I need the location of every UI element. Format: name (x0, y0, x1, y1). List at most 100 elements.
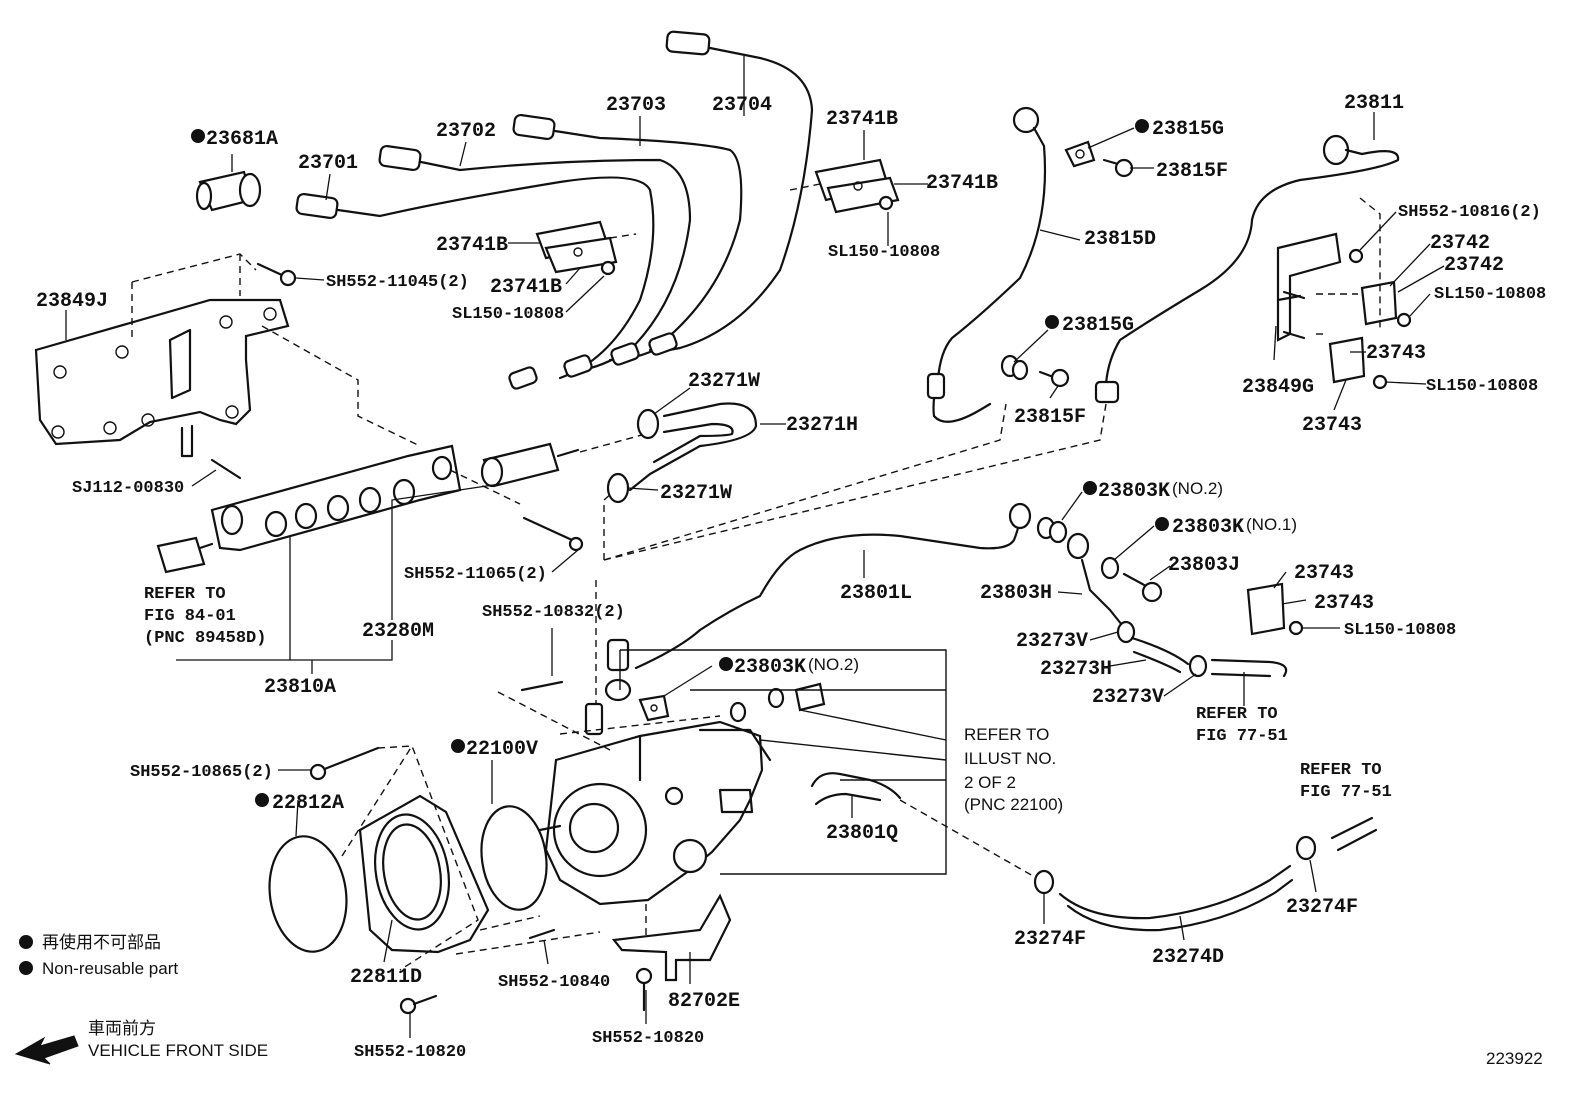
refer-fig77-b-line1: REFER TO (1300, 761, 1382, 780)
oring-22100V[interactable] (475, 802, 553, 914)
gasket-23803K-no1[interactable] (1100, 556, 1120, 580)
nonreusable-marker (1135, 119, 1149, 133)
label-SH552-11045: SH552-11045(2) (326, 273, 469, 292)
label-23743-c: 23743 (1294, 562, 1354, 585)
legend-dot-jp (19, 935, 33, 949)
plug-pump-top[interactable] (584, 702, 604, 736)
legend-en: Non-reusable part (42, 959, 178, 978)
common-rail-23810A[interactable] (210, 444, 462, 552)
gasket-23815G-upper[interactable] (1064, 140, 1096, 168)
bracket-82702E[interactable] (611, 893, 732, 982)
gasket-pump-side[interactable] (729, 687, 785, 723)
qualifier-no2-a: (NO.2) (1172, 479, 1223, 498)
pipe-23811[interactable] (1094, 134, 1400, 404)
label-23815D: 23815D (1084, 228, 1156, 251)
refer-fig84-line3: (PNC 89458D) (144, 629, 266, 648)
injection-pipes[interactable] (295, 30, 814, 390)
label-SH552-10816: SH552-10816(2) (1398, 203, 1541, 222)
bolt-SH552-10816[interactable] (1348, 248, 1364, 264)
label-SJ112-00830: SJ112-00830 (72, 479, 184, 498)
flange-22811D[interactable] (358, 794, 490, 954)
label-23815G-a: 23815G (1152, 118, 1224, 141)
oring-22812A[interactable] (262, 831, 353, 956)
bolt-SH552-10840[interactable] (528, 928, 556, 940)
hose-23274D[interactable] (1058, 864, 1294, 932)
pipe-23803H[interactable] (1066, 532, 1128, 632)
bracket-23849J[interactable] (34, 298, 290, 458)
label-23274F-a: 23274F (1014, 928, 1086, 951)
pressure-limiter-23280M[interactable] (480, 442, 580, 488)
label-23704: 23704 (712, 94, 772, 117)
pressure-sensor[interactable] (156, 536, 214, 574)
label-23741B-c: 23741B (436, 234, 508, 257)
label-23803K-no1: 23803K (1172, 516, 1244, 539)
label-23743-d: 23743 (1314, 592, 1374, 615)
pipe-23801L[interactable] (634, 502, 1032, 670)
clamp-23741B-lower[interactable] (535, 220, 618, 276)
bolt-SH552-10820-right[interactable] (635, 967, 653, 1012)
banjo-fitting[interactable] (604, 638, 632, 702)
nonreusable-marker (191, 129, 205, 143)
legend: 再使用不可部品 Non-reusable part (19, 932, 178, 978)
label-23741B-d: 23741B (490, 276, 562, 299)
legend-dot-en (19, 961, 33, 975)
clamp-23742[interactable] (1360, 280, 1412, 328)
label-23280M: 23280M (362, 620, 434, 643)
label-23741B-b: 23741B (926, 172, 998, 195)
label-23815G-b: 23815G (1062, 314, 1134, 337)
front-side-jp: 車両前方 (88, 1019, 156, 1038)
clamp-23271W-upper[interactable] (636, 408, 660, 440)
label-SL150-10808-c: SL150-10808 (1434, 285, 1546, 304)
label-23742-b: 23742 (1444, 254, 1504, 277)
label-23810A: 23810A (264, 676, 336, 699)
bolt-SH552-10832[interactable] (520, 680, 564, 692)
bolt-23815F-upper[interactable] (1102, 158, 1134, 178)
label-82702E: 82702E (668, 990, 740, 1013)
label-23811: 23811 (1344, 92, 1404, 115)
gasket-23803K-no2-upper[interactable] (1036, 516, 1068, 544)
pipe-23801Q[interactable] (810, 772, 902, 806)
label-SH552-11065: SH552-11065(2) (404, 565, 547, 584)
clamp-23743-upper[interactable] (1328, 336, 1388, 390)
pipe-23815D[interactable] (926, 106, 1047, 423)
bolt-SH552-11065[interactable] (522, 516, 584, 552)
hose-23271H[interactable] (628, 402, 758, 492)
stud-SJ112-00830[interactable] (210, 458, 242, 480)
nonreusable-marker (255, 793, 269, 807)
hose-refer-77-51-upper[interactable] (1210, 658, 1288, 678)
clamp-23274F-left[interactable] (1033, 869, 1055, 895)
gasket-23815G-lower[interactable] (1000, 354, 1029, 381)
clamp-23741B-upper[interactable] (814, 158, 900, 214)
label-23271W-a: 23271W (688, 370, 760, 393)
bolt-23803J[interactable] (1122, 572, 1163, 603)
bolt-SH552-11045[interactable] (256, 262, 297, 287)
label-23742-a: 23742 (1430, 232, 1490, 255)
qualifier-no1: (NO.1) (1246, 515, 1297, 534)
label-23801Q: 23801Q (826, 822, 898, 845)
label-23681A: 23681A (206, 128, 278, 151)
clamp-23274F-right[interactable] (1295, 835, 1317, 861)
hose-23273H[interactable] (1130, 636, 1190, 674)
label-23702: 23702 (436, 120, 496, 143)
plug-23681A[interactable] (195, 170, 262, 212)
bracket-23849G[interactable] (1276, 232, 1342, 342)
hose-refer-77-51-lower[interactable] (1330, 816, 1378, 852)
bolt-SH552-10820-left[interactable] (399, 994, 438, 1015)
refer-fig77-a-line1: REFER TO (1196, 705, 1278, 724)
label-22812A: 22812A (272, 792, 344, 815)
clamp-23271W-lower[interactable] (606, 472, 630, 504)
bolt-SH552-10865[interactable] (309, 746, 380, 781)
label-23271H: 23271H (786, 414, 858, 437)
refer-illust-line3: 2 OF 2 (964, 773, 1016, 792)
gasket-23803K-no2-lower[interactable] (638, 694, 670, 722)
bolt-23815F-lower[interactable] (1038, 368, 1070, 388)
label-SH552-10820-a: SH552-10820 (592, 1029, 704, 1048)
nonreusable-marker (1045, 315, 1059, 329)
label-22100V: 22100V (466, 738, 538, 761)
clamp-23273V-lower[interactable] (1188, 654, 1208, 678)
label-SL150-10808-d: SL150-10808 (1426, 377, 1538, 396)
label-23743-b: 23743 (1302, 414, 1362, 437)
fitting-pump-side[interactable] (794, 682, 826, 712)
clamp-23743-lower[interactable] (1246, 582, 1304, 636)
supply-pump[interactable] (538, 720, 772, 906)
